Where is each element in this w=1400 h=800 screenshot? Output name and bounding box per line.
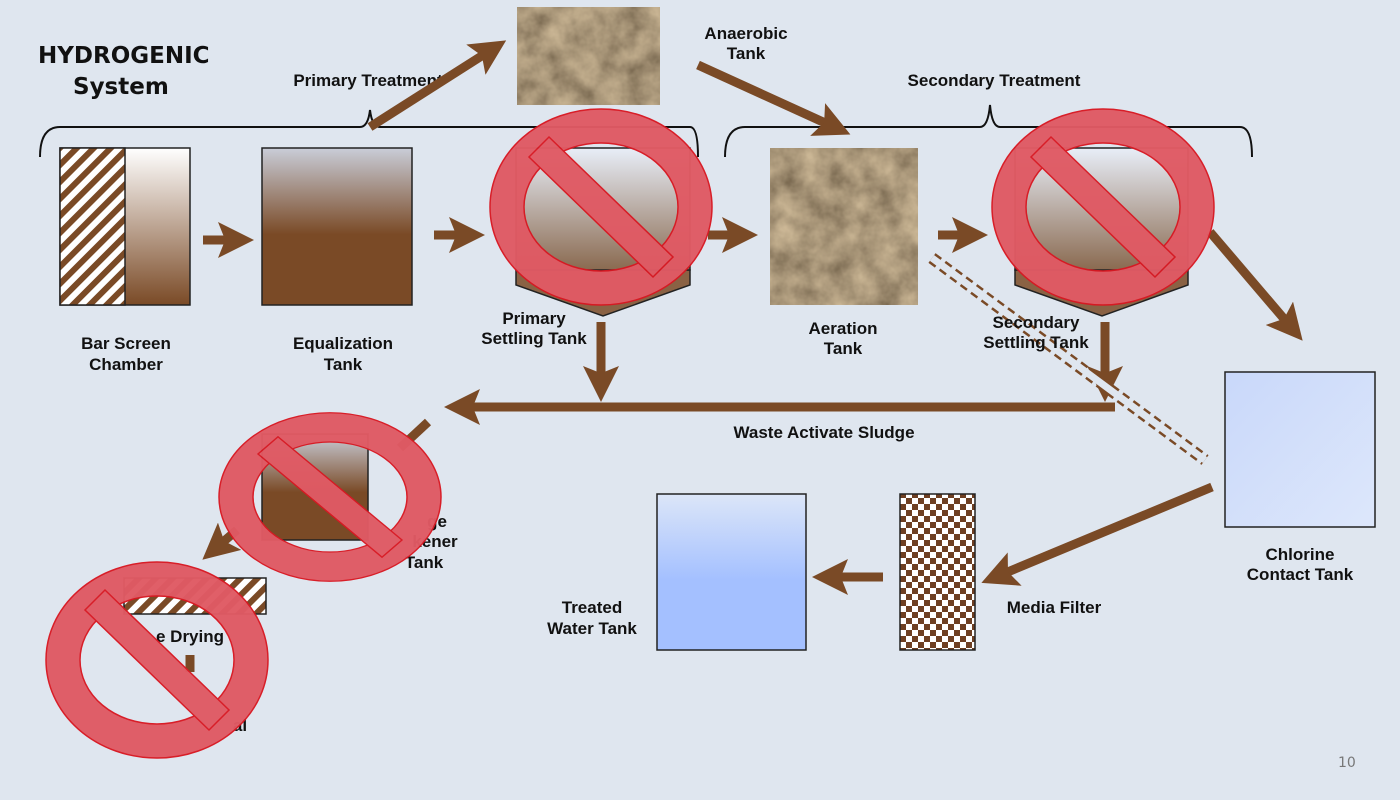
secondary-treatment-brace	[724, 104, 1253, 158]
treated-water-label-2: Water Tank	[547, 619, 637, 638]
bar-screen-label-2: Chamber	[89, 355, 163, 374]
secondary-settling-label-1: Secondary	[993, 313, 1080, 332]
secondary-treatment-label: Secondary Treatment	[908, 71, 1081, 90]
primary-treatment-label: Primary Treatment	[293, 71, 443, 90]
anaerobic-tank	[517, 7, 660, 105]
primary-settling-label-1: Primary	[502, 309, 566, 328]
media-filter	[899, 493, 976, 651]
flow-arrows	[185, 40, 1303, 672]
media-filter-label: Media Filter	[1007, 598, 1102, 617]
treated-water-tank	[656, 493, 807, 651]
treated-water-label-1: Treated	[562, 598, 622, 617]
prohibition-sign-icon	[46, 562, 268, 758]
chlorine-contact-tank	[1224, 371, 1376, 528]
primary-treatment-brace	[39, 109, 699, 158]
drying-label-fragment: e Drying	[156, 627, 224, 646]
equalization-label-1: Equalization	[293, 334, 393, 353]
anaerobic-label-2: Tank	[727, 44, 766, 63]
aeration-label-2: Tank	[824, 339, 863, 358]
waste-activated-sludge-label: Waste Activate Sludge	[733, 423, 914, 442]
prohibition-sign-icon	[490, 109, 712, 305]
primary-settling-label-2: Settling Tank	[481, 329, 587, 348]
bar-screen-chamber	[59, 147, 191, 306]
page-number: 10	[1338, 755, 1356, 771]
secondary-settling-label-2: Settling Tank	[983, 333, 1089, 352]
anaerobic-label-1: Anaerobic	[704, 24, 787, 43]
chlorine-label-2: Contact Tank	[1247, 565, 1354, 584]
equalization-tank	[261, 147, 413, 306]
prohibition-sign-icon	[992, 109, 1214, 305]
aeration-tank	[770, 148, 918, 305]
aeration-label-1: Aeration	[809, 319, 878, 338]
title-line-2: System	[73, 74, 169, 100]
bar-screen-label-1: Bar Screen	[81, 334, 171, 353]
thickener-label-fragment-3: Tank	[405, 553, 444, 572]
prohibition-sign-icon	[219, 413, 441, 582]
equalization-label-2: Tank	[324, 355, 363, 374]
chlorine-label-1: Chlorine	[1266, 545, 1335, 564]
title-line-1: HYDROGENIC	[38, 43, 210, 69]
